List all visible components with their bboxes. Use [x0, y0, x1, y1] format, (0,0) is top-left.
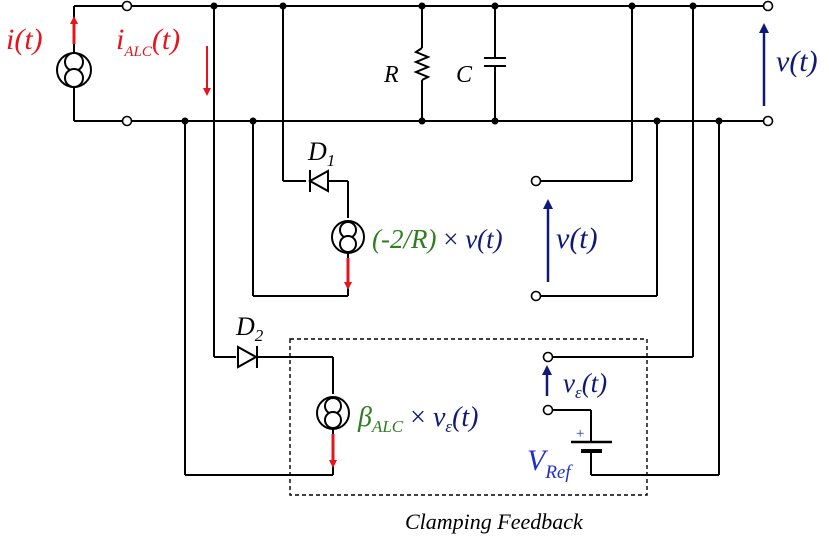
label-vref: VRef: [527, 444, 573, 483]
label-D1: D1: [307, 137, 335, 170]
label-plus: +: [575, 426, 585, 442]
current-source-i: [56, 6, 92, 121]
label-beta-veps: βALC × vε(t): [357, 402, 479, 436]
diode-D2-branch: [184, 6, 350, 476]
v-sense-terminals: [540, 6, 658, 297]
label-v-out: v(t): [776, 45, 818, 78]
label-C: C: [456, 62, 473, 88]
capacitor-C: [484, 6, 506, 121]
vref-feedback: [542, 6, 720, 476]
resistor-R: [413, 6, 431, 121]
clamping-feedback-box: [289, 338, 648, 496]
label-v-mid: v(t): [556, 222, 598, 255]
label-clamping-feedback: Clamping Feedback: [405, 509, 584, 534]
label-R: R: [383, 62, 399, 88]
diode-D1-branch: [252, 6, 365, 297]
label-i-alc: iALC(t): [116, 23, 180, 60]
label-D2: D2: [235, 312, 264, 345]
rail-junctions: [181, 2, 723, 125]
label-neg2R-vt: (-2/R) × v(t): [372, 224, 503, 254]
label-v-eps: vε(t): [563, 368, 607, 402]
open-terminals: [121, 0, 774, 416]
label-i-t: i(t): [6, 23, 43, 56]
